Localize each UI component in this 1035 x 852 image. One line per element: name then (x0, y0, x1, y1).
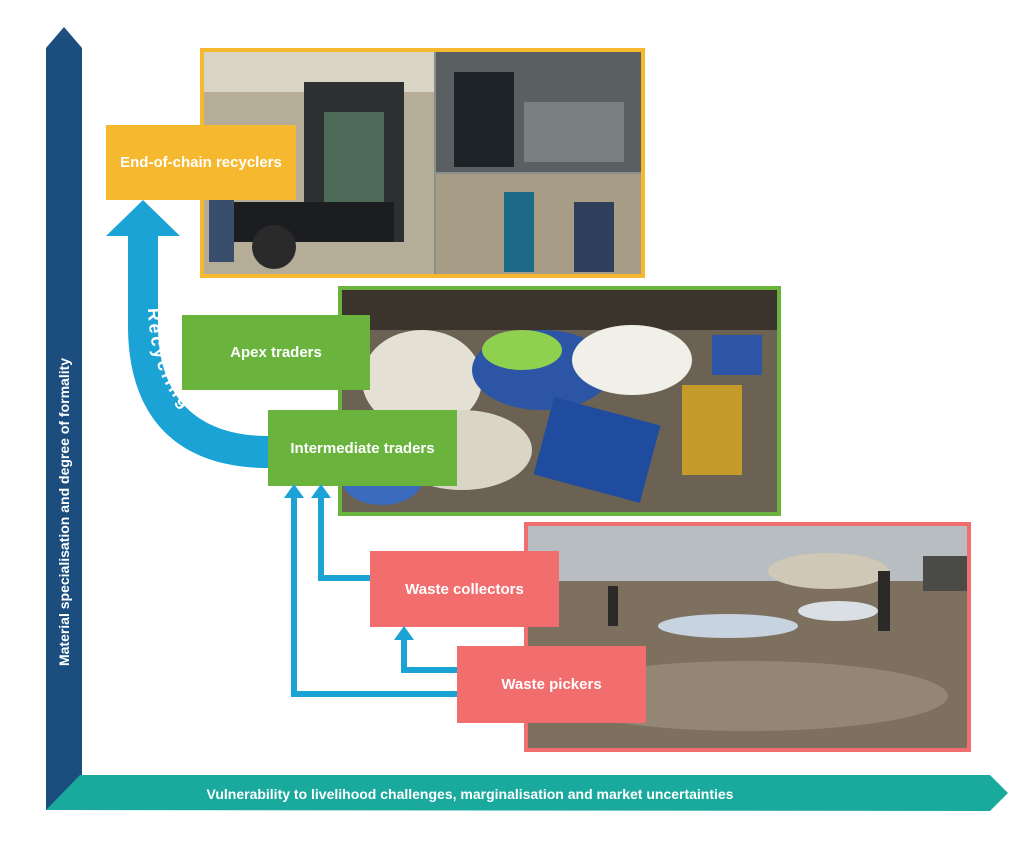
intermediate-traders-label: Intermediate traders (268, 410, 457, 486)
landfill-image (528, 526, 967, 748)
factory-machinery-image (204, 52, 641, 274)
end-of-chain-recyclers-label: End-of-chain recyclers (106, 125, 296, 200)
waste-collectors-label: Waste collectors (370, 551, 559, 627)
recycling-arrow (106, 200, 268, 468)
pickers-to-intermediate-arrow (291, 498, 457, 697)
pickers-to-collectors-arrow (401, 640, 457, 673)
recycling-label: Recycling (144, 307, 197, 413)
waste-pickers-label: Waste pickers (457, 646, 646, 723)
x-axis-label: Vulnerability to livelihood challenges, … (206, 786, 734, 802)
collectors-to-intermediate-arrow (318, 498, 370, 581)
apex-traders-label: Apex traders (182, 315, 370, 390)
